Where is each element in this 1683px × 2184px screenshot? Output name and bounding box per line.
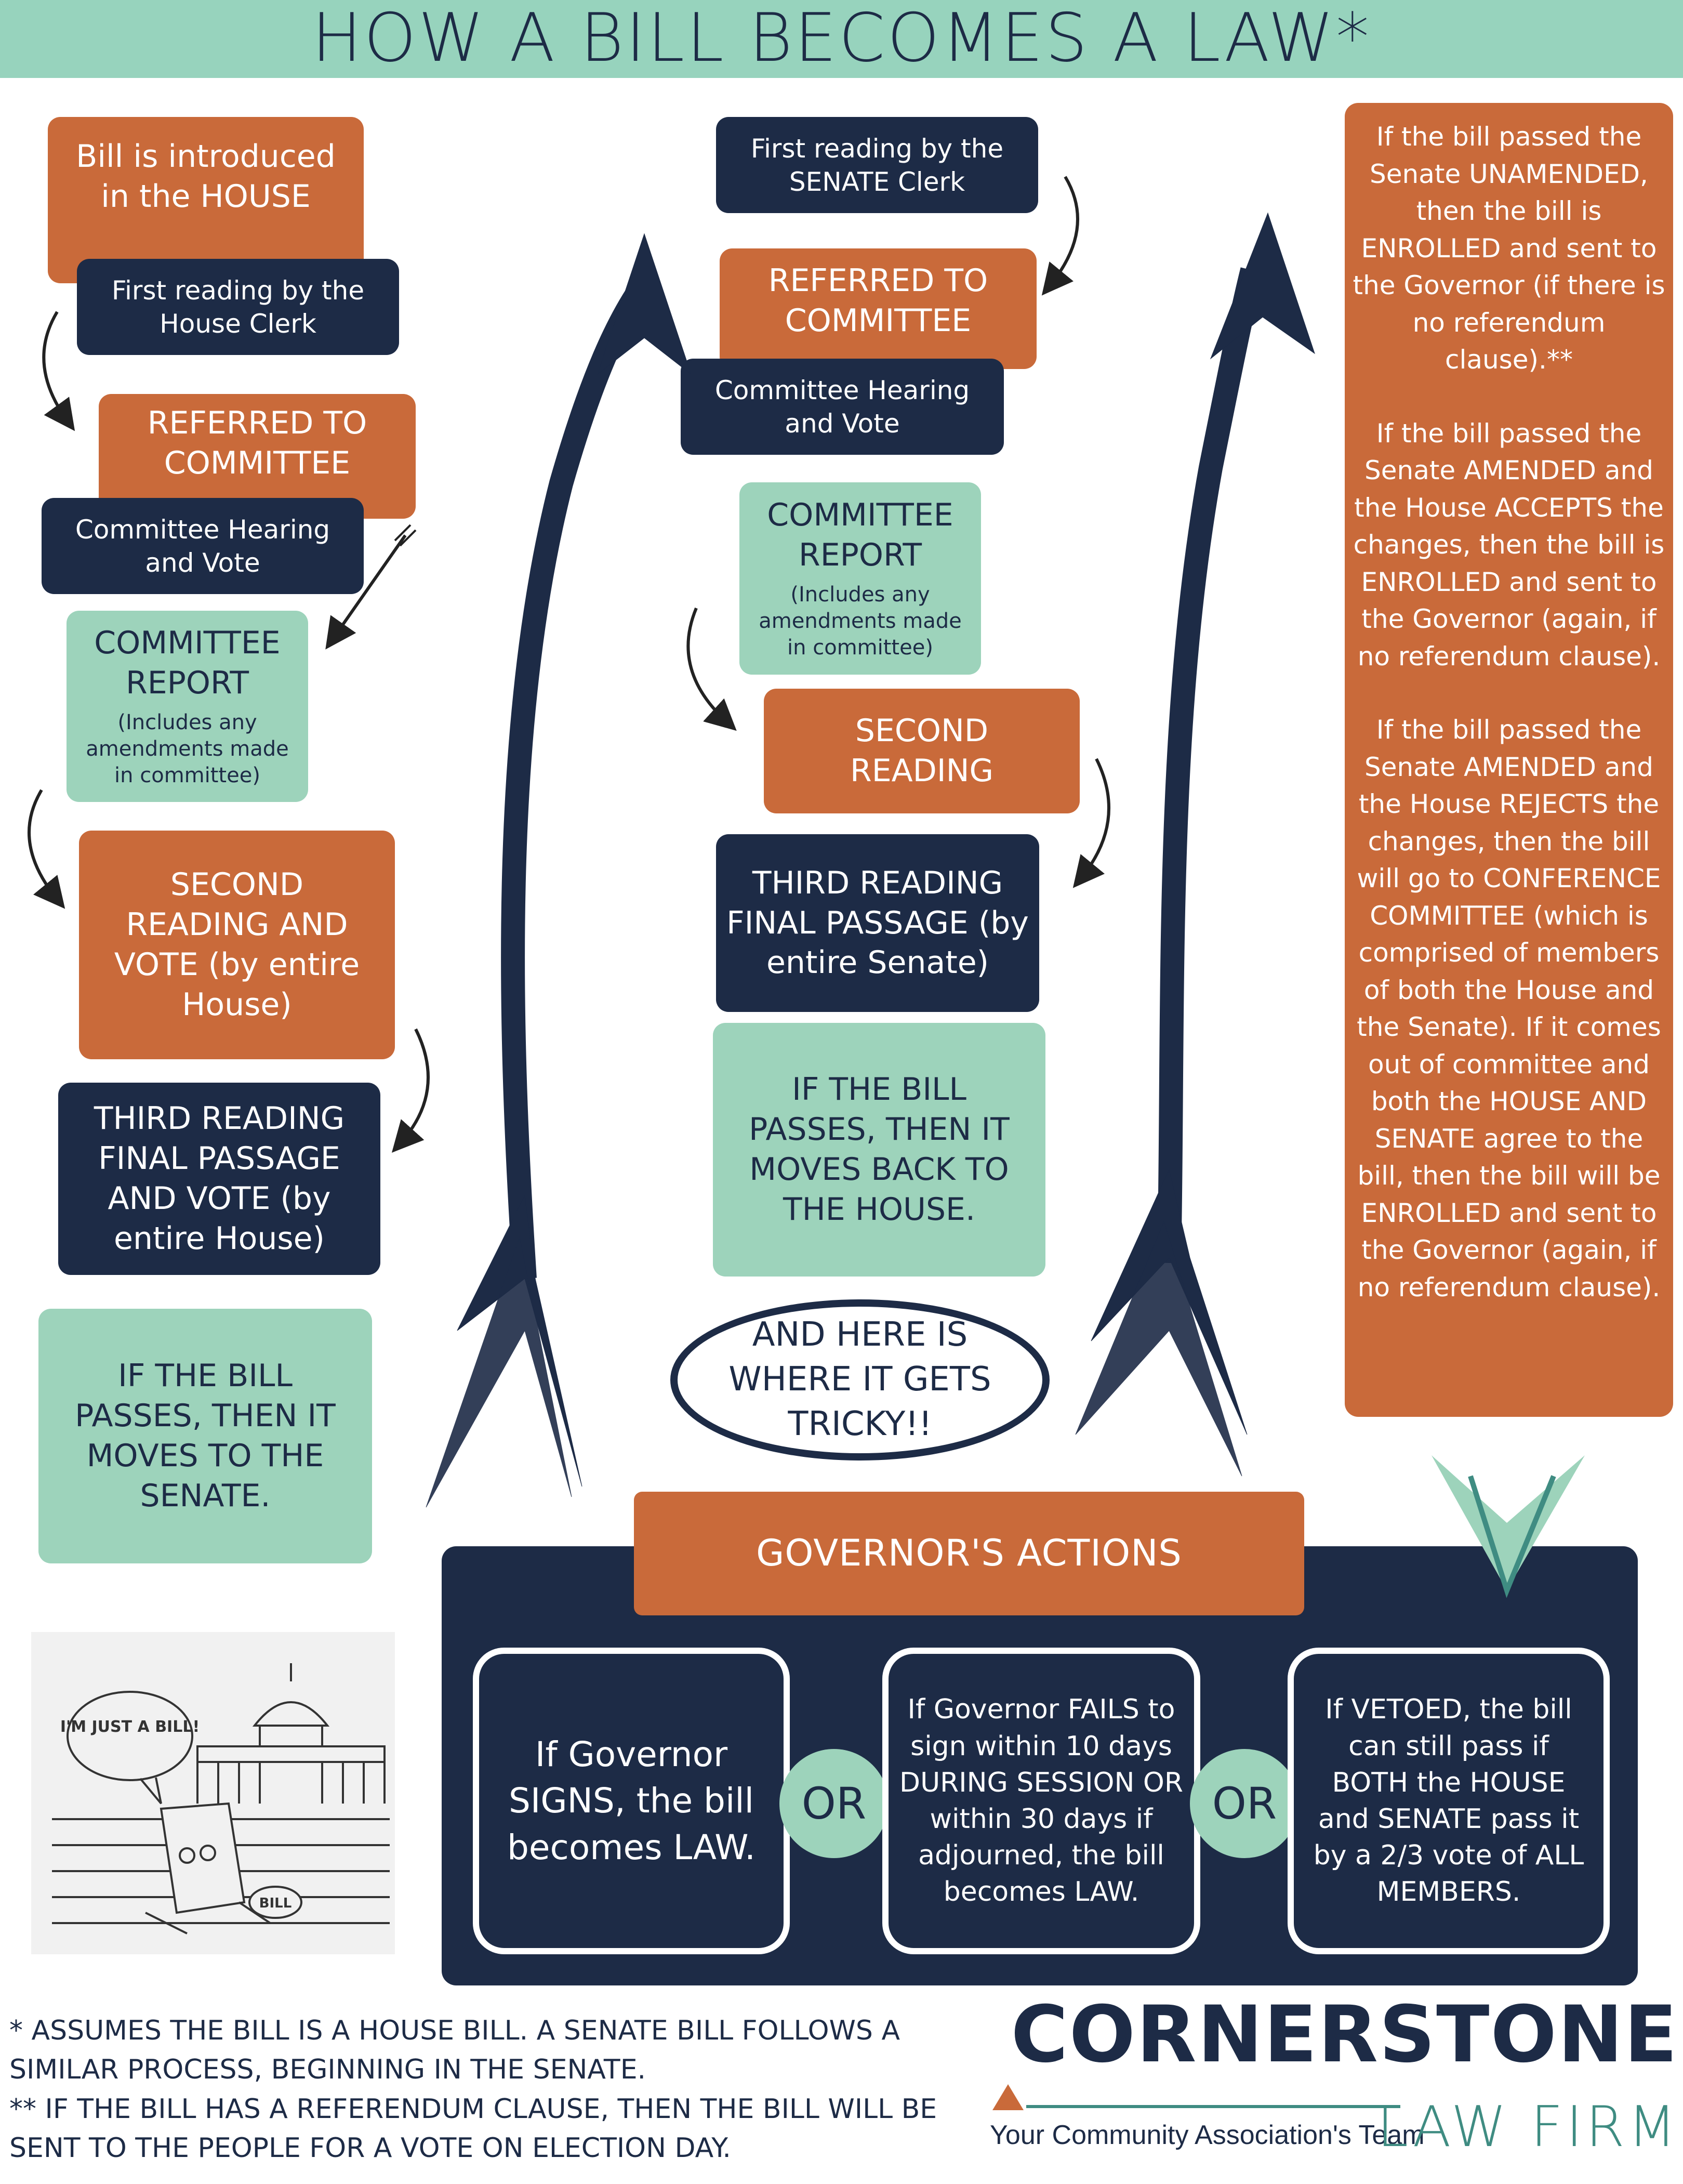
house-first-reading-text: First reading by the House Clerk bbox=[111, 275, 365, 339]
house-hearing-text: Committee Hearing and Vote bbox=[75, 514, 330, 578]
senate-report-note: (Includes any amendments made in committ… bbox=[759, 583, 962, 660]
or-circle-1: OR bbox=[779, 1749, 889, 1858]
house-referred-text: REFERRED TO COMMITTEE bbox=[147, 405, 367, 481]
senate-hearing-box: Committee Hearing and Vote bbox=[681, 359, 1004, 455]
senate-referred-box: REFERRED TO COMMITTEE bbox=[720, 248, 1037, 369]
governor-fails-card: If Governor FAILS to sign within 10 days… bbox=[882, 1648, 1200, 1954]
logo-tagline: Your Community Association's Team bbox=[990, 2120, 1425, 2150]
house-hearing-box: Committee Hearing and Vote bbox=[42, 498, 364, 594]
or-circle-2: OR bbox=[1190, 1749, 1299, 1858]
big-up-arrow-icon bbox=[1075, 212, 1315, 1477]
footnotes: * ASSUMES THE BILL IS A HOUSE BILL. A SE… bbox=[9, 2011, 955, 2168]
governor-fails-text: If Governor FAILS to sign within 10 days… bbox=[899, 1694, 1183, 1908]
house-passes-text: IF THE BILL PASSES, THEN IT MOVES TO THE… bbox=[75, 1358, 336, 1514]
governor-signs-card: If Governor SIGNS, the bill becomes LAW. bbox=[473, 1648, 790, 1954]
senate-second-reading-box: SECOND READING bbox=[764, 689, 1080, 813]
senate-passes-text: IF THE BILL PASSES, THEN IT MOVES BACK T… bbox=[749, 1071, 1010, 1228]
house-first-reading-box: First reading by the House Clerk bbox=[77, 259, 399, 355]
footnote-2: ** IF THE BILL HAS A REFERENDUM CLAUSE, … bbox=[9, 2093, 937, 2164]
house-report-box: COMMITTEE REPORT (Includes any amendment… bbox=[67, 611, 308, 802]
outcomes-box: If the bill passed the Senate UNAMENDED,… bbox=[1345, 103, 1673, 1417]
just-a-bill-cartoon: I'M JUST A BILL! BILL bbox=[31, 1632, 395, 1954]
senate-report-box: COMMITTEE REPORT (Includes any amendment… bbox=[739, 482, 981, 675]
page-title: HOW A BILL BECOMES A LAW* bbox=[311, 0, 1372, 77]
senate-hearing-text: Committee Hearing and Vote bbox=[714, 375, 970, 439]
tricky-callout: AND HERE IS WHERE IT GETS TRICKY!! bbox=[670, 1299, 1050, 1461]
senate-third-reading-box: THIRD READING FINAL PASSAGE (by entire S… bbox=[716, 834, 1039, 1012]
governor-signs-text: If Governor SIGNS, the bill becomes LAW. bbox=[507, 1734, 756, 1867]
senate-referred-text: REFERRED TO COMMITTEE bbox=[768, 262, 988, 339]
curved-arrow-icon bbox=[28, 789, 65, 909]
house-passes-box: IF THE BILL PASSES, THEN IT MOVES TO THE… bbox=[38, 1309, 372, 1563]
house-report-title: COMMITTEE REPORT bbox=[94, 625, 281, 702]
senate-passes-box: IF THE BILL PASSES, THEN IT MOVES BACK T… bbox=[713, 1023, 1045, 1277]
header-band bbox=[0, 0, 1683, 78]
senate-second-reading-text: SECOND READING bbox=[850, 713, 993, 789]
senate-first-reading-text: First reading by the SENATE Clerk bbox=[750, 133, 1004, 197]
house-second-reading-box: SECOND READING AND VOTE (by entire House… bbox=[79, 831, 395, 1059]
logo-firm: LAW FIRM bbox=[1377, 2095, 1679, 2160]
outcome-unamended: If the bill passed the Senate UNAMENDED,… bbox=[1353, 122, 1665, 375]
house-report-note: (Includes any amendments made in committ… bbox=[86, 711, 289, 788]
or-label-1: OR bbox=[801, 1778, 867, 1829]
house-third-reading-box: THIRD READING FINAL PASSAGE AND VOTE (by… bbox=[58, 1083, 380, 1275]
footnote-1: * ASSUMES THE BILL IS A HOUSE BILL. A SE… bbox=[9, 2015, 900, 2086]
house-second-reading-text: SECOND READING AND VOTE (by entire House… bbox=[114, 866, 360, 1023]
curved-arrow-icon bbox=[42, 311, 75, 431]
logo-name: CORNERSTONE bbox=[1011, 1990, 1678, 2080]
senate-first-reading-box: First reading by the SENATE Clerk bbox=[716, 117, 1038, 213]
or-label-2: OR bbox=[1212, 1778, 1277, 1829]
house-third-reading-text: THIRD READING FINAL PASSAGE AND VOTE (by… bbox=[94, 1100, 345, 1257]
logo-rule bbox=[1026, 2105, 1400, 2108]
outcome-rejects: If the bill passed the Senate AMENDED an… bbox=[1357, 715, 1661, 1302]
house-introduced-text: Bill is introduced in the HOUSE bbox=[76, 138, 336, 215]
curved-arrow-icon bbox=[1072, 758, 1110, 888]
logo-triangle-icon bbox=[992, 2084, 1024, 2110]
feather-icon bbox=[394, 524, 417, 547]
curved-arrow-icon bbox=[686, 607, 737, 731]
senate-report-title: COMMITTEE REPORT bbox=[767, 497, 953, 574]
senate-third-reading-text: THIRD READING FINAL PASSAGE (by entire S… bbox=[726, 864, 1029, 981]
cartoon-tag: BILL bbox=[259, 1896, 292, 1911]
governor-heading: GOVERNOR'S ACTIONS bbox=[756, 1532, 1182, 1575]
curved-arrow-icon bbox=[1041, 176, 1079, 296]
outcome-accepts: If the bill passed the Senate AMENDED an… bbox=[1353, 418, 1665, 672]
governor-vetoed-card: If VETOED, the bill can still pass if BO… bbox=[1288, 1648, 1610, 1954]
curved-arrow-icon bbox=[391, 1028, 430, 1153]
house-introduced-box: Bill is introduced in the HOUSE bbox=[48, 117, 364, 283]
tricky-text: AND HERE IS WHERE IT GETS TRICKY!! bbox=[728, 1315, 991, 1443]
governor-heading-box: GOVERNOR'S ACTIONS bbox=[634, 1492, 1304, 1615]
cartoon-speech: I'M JUST A BILL! bbox=[60, 1718, 200, 1736]
governor-vetoed-text: If VETOED, the bill can still pass if BO… bbox=[1313, 1694, 1584, 1908]
big-up-arrow-icon bbox=[426, 233, 692, 1508]
